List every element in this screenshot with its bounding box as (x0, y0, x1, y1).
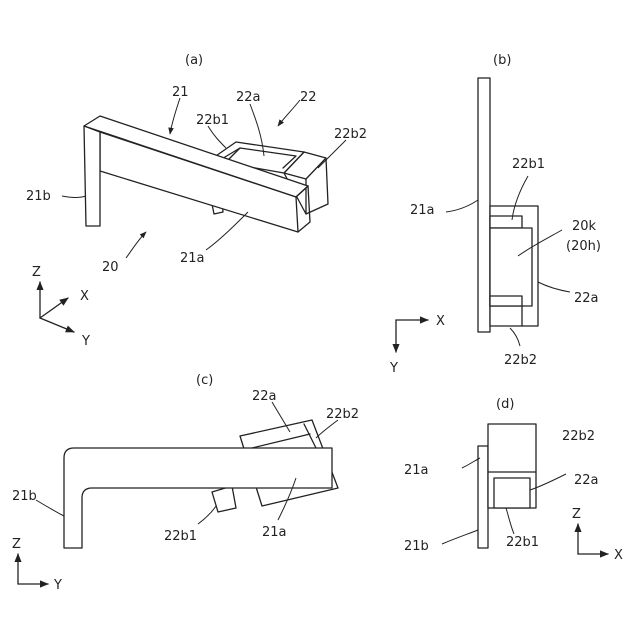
label-22a: 22a (574, 473, 599, 488)
axis-triad-c: Z Y (12, 537, 62, 593)
panel-c: (c) 22a 22b2 21b 22b1 21a Z Y (12, 373, 359, 593)
axis-y-label: Y (81, 334, 90, 349)
label-22b2: 22b2 (334, 127, 367, 142)
label-21a: 21a (262, 525, 287, 540)
label-21b: 21b (404, 539, 429, 554)
label-21b: 21b (12, 489, 37, 504)
panel-d: (d) 22b2 21a 22a 21b 22b1 Z X (404, 397, 623, 563)
label-22a: 22a (236, 90, 261, 105)
label-22b1: 22b1 (164, 529, 197, 544)
panel-b: (b) 21a 22b1 20k (20h) 22a 22b2 X Y (389, 53, 601, 376)
axis-x-label: X (80, 289, 89, 304)
axis-z-label: Z (572, 507, 581, 522)
panel-a-caption: (a) (185, 53, 203, 68)
label-21: 21 (172, 85, 189, 100)
label-22b1: 22b1 (196, 113, 229, 128)
label-22b1: 22b1 (506, 535, 539, 550)
axis-z-label: Z (32, 265, 41, 280)
label-20k: 20k (572, 219, 597, 234)
panel-b-caption: (b) (493, 53, 511, 68)
label-21a: 21a (410, 203, 435, 218)
axis-x-label: X (436, 314, 445, 329)
axis-triad-a: Z X Y (32, 265, 90, 349)
label-22b2: 22b2 (326, 407, 359, 422)
axis-x-label: X (614, 548, 623, 563)
label-22b2: 22b2 (504, 353, 537, 368)
clip-top-view-drawing (478, 78, 538, 332)
label-22a: 22a (574, 291, 599, 306)
label-21b: 21b (26, 189, 51, 204)
label-22: 22 (300, 90, 317, 105)
panel-c-caption: (c) (196, 373, 213, 388)
axis-triad-b: X Y (389, 314, 445, 376)
panel-a: (a) 2 (26, 53, 367, 349)
label-21a: 21a (404, 463, 429, 478)
label-22b1: 22b1 (512, 157, 545, 172)
axis-y-label: Y (389, 361, 398, 376)
axis-y-label: Y (53, 578, 62, 593)
label-22b2: 22b2 (562, 429, 595, 444)
label-20: 20 (102, 260, 119, 275)
label-22a: 22a (252, 389, 277, 404)
clip-end-view-drawing (478, 424, 536, 548)
label-20h: (20h) (566, 239, 601, 254)
clip-isometric-drawing (84, 116, 328, 232)
label-21a: 21a (180, 251, 205, 266)
axis-z-label: Z (12, 537, 21, 552)
axis-triad-d: Z X (572, 507, 623, 563)
panel-d-caption: (d) (496, 397, 514, 412)
clip-side-view-drawing (64, 420, 338, 548)
